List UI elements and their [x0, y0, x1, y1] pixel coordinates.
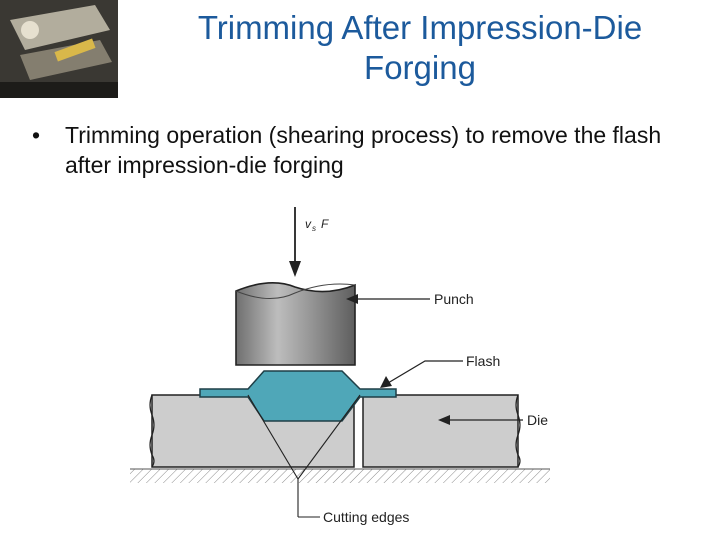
flash-label: Flash: [466, 353, 500, 369]
force-label-subscript: s: [312, 224, 316, 233]
force-label-f: F: [321, 217, 329, 231]
bullet-marker: •: [32, 120, 40, 150]
bolster-hatching: [130, 469, 550, 483]
slide-title-line1: Trimming After Impression-Die: [120, 8, 720, 48]
trimming-diagram: v s F Punch: [120, 195, 640, 535]
slide-title: Trimming After Impression-Die Forging: [120, 8, 720, 88]
force-arrow: [289, 207, 301, 277]
bullet-text: Trimming operation (shearing process) to…: [65, 120, 695, 180]
slide-title-line2: Forging: [120, 48, 720, 88]
punch: [236, 283, 355, 365]
die-right: [363, 395, 520, 467]
force-label-v: v: [305, 217, 312, 231]
punch-label: Punch: [434, 291, 474, 307]
die-label: Die: [527, 412, 548, 428]
cutting-edges-label: Cutting edges: [323, 509, 409, 525]
flash-leader: [380, 361, 463, 388]
tool-photo-art: [0, 0, 118, 98]
forging-tool-photo: [0, 0, 118, 98]
punch-leader: [346, 294, 430, 304]
